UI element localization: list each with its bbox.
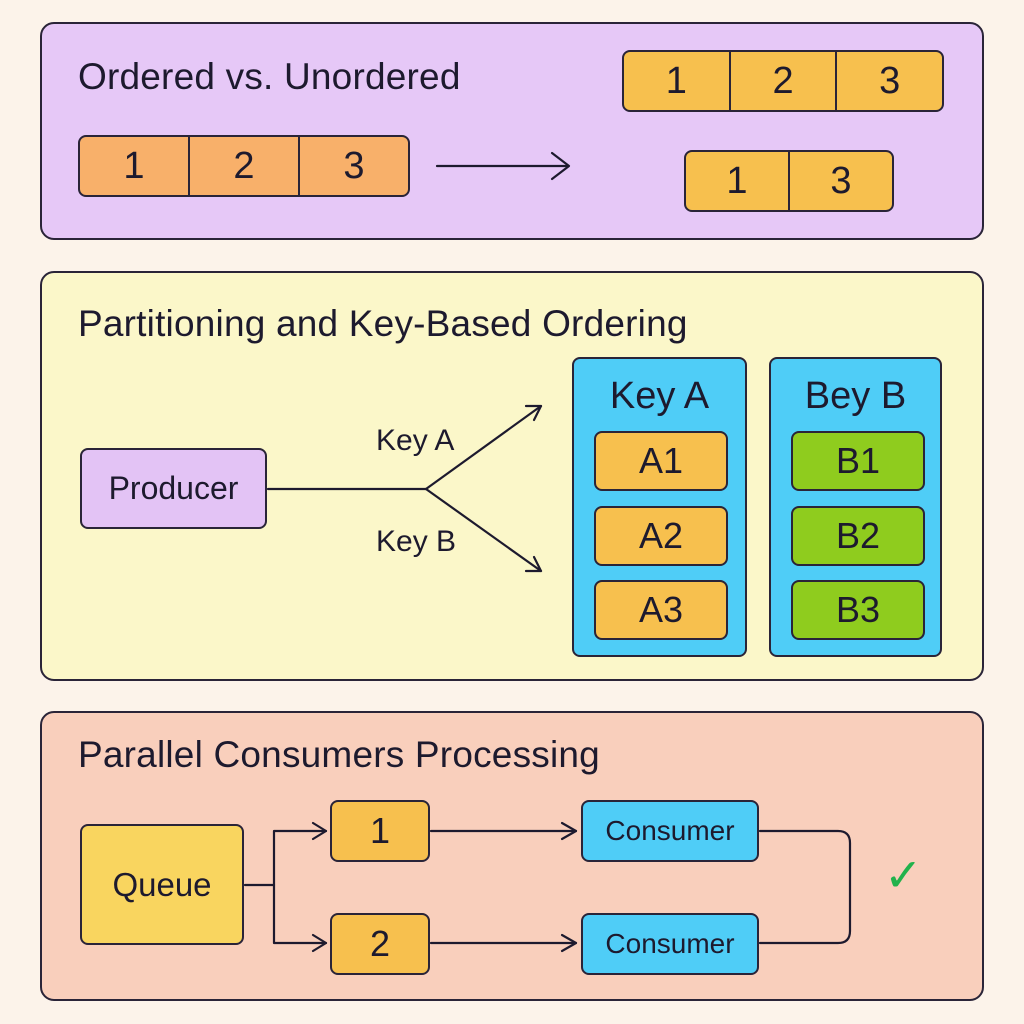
consumer-box: Consumer <box>581 913 759 975</box>
partition-key-a: Key A A1 A2 A3 <box>572 357 747 657</box>
unordered-cell: 1 <box>686 152 790 210</box>
ordered-sequence: 1 2 3 <box>622 50 944 112</box>
partition-item: A2 <box>594 506 728 566</box>
message-box: 1 <box>330 800 430 862</box>
ordered-cell: 1 <box>624 52 731 110</box>
consumer-box: Consumer <box>581 800 759 862</box>
partition-item: A3 <box>594 580 728 640</box>
source-cell: 1 <box>80 137 190 195</box>
partition-item: B3 <box>791 580 925 640</box>
producer-box: Producer <box>80 448 267 529</box>
ordered-cell: 3 <box>879 59 901 102</box>
source-sequence: 1 2 3 <box>78 135 410 197</box>
success-check-icon: ✓ <box>884 849 923 901</box>
source-cell: 3 <box>343 144 365 187</box>
partition-title: Key A <box>609 375 710 417</box>
unordered-cell: 3 <box>830 159 852 202</box>
unordered-sequence: 1 3 <box>684 150 894 212</box>
partitioning-title: Partitioning and Key-Based Ordering <box>78 303 688 344</box>
route-key-a-label: Key A <box>376 424 455 457</box>
message-box: 2 <box>330 913 430 975</box>
route-key-b-label: Key B <box>376 525 457 558</box>
partition-item: B1 <box>791 431 925 491</box>
ordered-cell: 2 <box>731 52 838 110</box>
partition-item: A1 <box>594 431 728 491</box>
partition-title: Bey B <box>804 375 907 417</box>
partition-item: B2 <box>791 506 925 566</box>
queue-box: Queue <box>80 824 244 945</box>
partition-key-b: Bey B B1 B2 B3 <box>769 357 942 657</box>
parallel-title: Parallel Consumers Processing <box>78 734 600 775</box>
source-cell: 2 <box>190 137 300 195</box>
ordering-title: Ordered vs. Unordered <box>78 56 461 97</box>
